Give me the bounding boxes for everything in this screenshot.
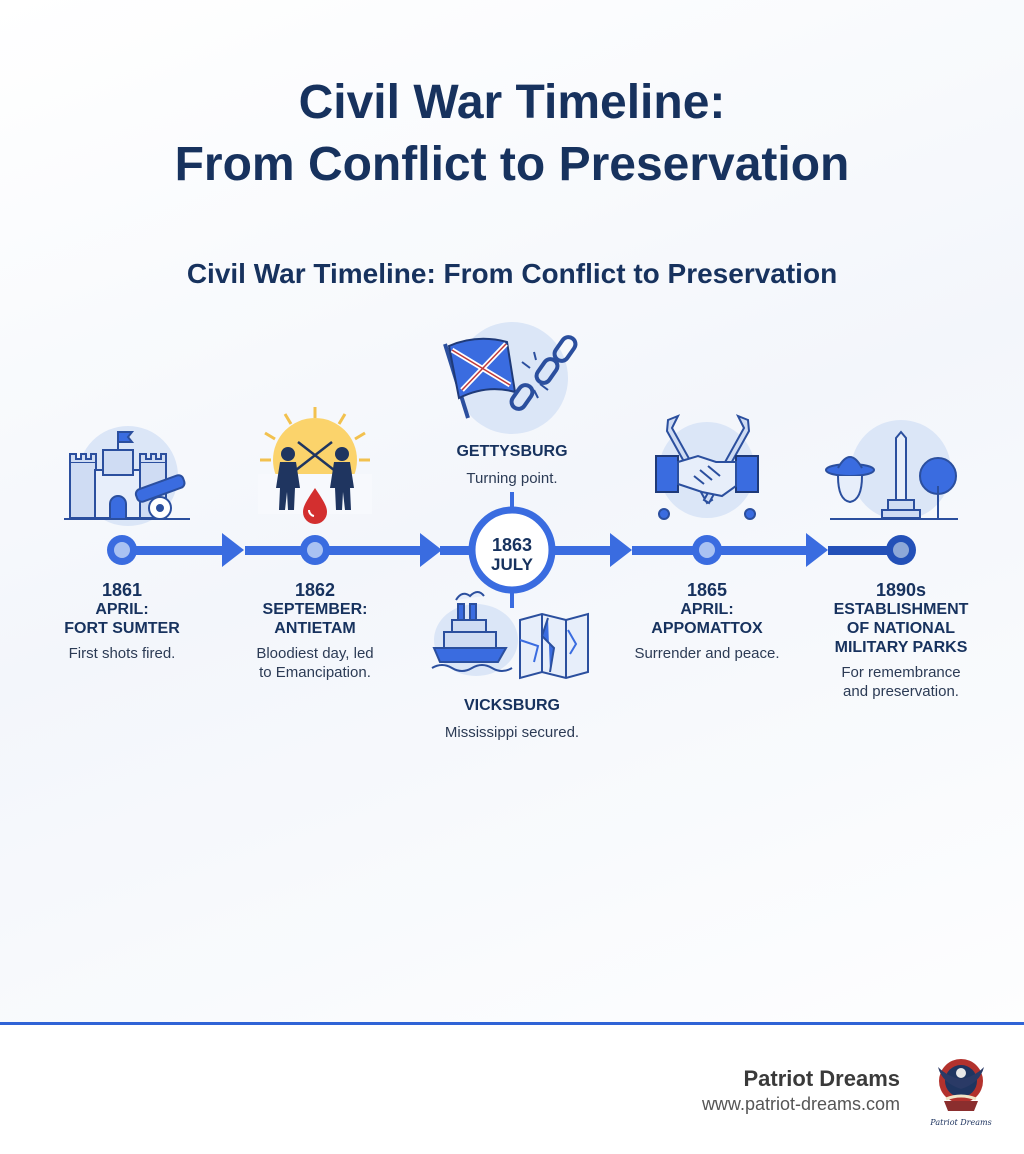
event-1862-name-2: ANTIETAM	[274, 620, 356, 637]
logo-text: Patriot Dreams	[930, 1118, 992, 1127]
node-1865	[692, 535, 722, 565]
soldiers-blood-drop-icon	[258, 407, 372, 524]
hub-year: 1863	[491, 535, 533, 555]
node-1861	[107, 535, 137, 565]
event-1862-desc-2: to Emancipation.	[259, 664, 371, 681]
node-1862	[300, 535, 330, 565]
timeline-subtitle: Civil War Timeline: From Conflict to Pre…	[186, 258, 838, 289]
event-1862: 1862 SEPTEMBER: ANTIETAM Bloodiest day, …	[230, 580, 400, 682]
brand-name: Patriot Dreams	[743, 1066, 900, 1091]
node-1890s	[886, 535, 916, 565]
page-title: Civil War Timeline: From Conflict to Pre…	[0, 72, 1024, 196]
ranger-monument-tree-icon	[825, 420, 958, 520]
hub-1863	[468, 492, 556, 608]
event-1865-name-1: APRIL:	[680, 601, 734, 618]
footer-divider	[0, 1022, 1024, 1025]
event-1862-name-1: SEPTEMBER:	[262, 601, 368, 618]
patriot-dreams-logo: Patriot Dreams	[930, 1059, 992, 1127]
event-1865: 1865 APRIL: APPOMATTOX Surrender and pea…	[612, 580, 802, 663]
fort-cannon-icon	[64, 426, 190, 526]
event-gettysburg: GETTYSBURG Turning point.	[412, 442, 612, 488]
event-1890s-name-2: OF NATIONAL	[846, 620, 956, 637]
brand-url[interactable]: www.patriot-dreams.com	[701, 1094, 900, 1114]
event-1862-year: 1862	[294, 580, 336, 600]
event-vicksburg-name: VICKSBURG	[463, 697, 560, 714]
event-1861: 1861 APRIL: FORT SUMTER First shots fire…	[52, 580, 192, 663]
timeline-connectors	[130, 533, 892, 567]
event-gettysburg-desc: Turning point.	[466, 470, 558, 487]
timeline-graphic	[64, 322, 958, 680]
event-1865-desc: Surrender and peace.	[634, 645, 780, 662]
event-1890s-name-3: MILITARY PARKS	[834, 639, 968, 656]
title-line-1: Civil War Timeline:	[298, 76, 726, 129]
event-vicksburg: VICKSBURG Mississippi secured.	[402, 696, 622, 742]
event-vicksburg-desc: Mississippi secured.	[444, 724, 580, 741]
flag-broken-chain-icon	[443, 322, 578, 434]
event-1890s-desc-1: For remembrance	[841, 664, 961, 681]
event-1890s: 1890s ESTABLISHMENT OF NATIONAL MILITARY…	[816, 580, 986, 701]
steamboat-map-icon	[431, 591, 589, 680]
footer-brand: Patriot Dreams www.patriot-dreams.com	[702, 1066, 900, 1115]
event-1890s-desc-2: and preservation.	[843, 683, 959, 700]
event-1890s-year: 1890s	[875, 580, 927, 600]
handshake-swords-icon	[655, 414, 759, 520]
footer	[0, 1025, 1024, 1154]
event-1865-name-2: APPOMATTOX	[651, 620, 763, 637]
event-1861-desc: First shots fired.	[68, 645, 176, 662]
event-1861-year: 1861	[101, 580, 143, 600]
hub-month: JULY	[491, 555, 533, 574]
event-1865-year: 1865	[686, 580, 728, 600]
event-1861-name-1: APRIL:	[95, 601, 149, 618]
event-1890s-name-1: ESTABLISHMENT	[833, 601, 969, 618]
event-gettysburg-name: GETTYSBURG	[456, 443, 568, 460]
event-1861-name-2: FORT SUMTER	[64, 620, 180, 637]
hub-date: 1863 JULY	[472, 535, 552, 575]
event-1862-desc-1: Bloodiest day, led	[256, 645, 374, 662]
title-line-2: From Conflict to Preservation	[174, 138, 850, 191]
